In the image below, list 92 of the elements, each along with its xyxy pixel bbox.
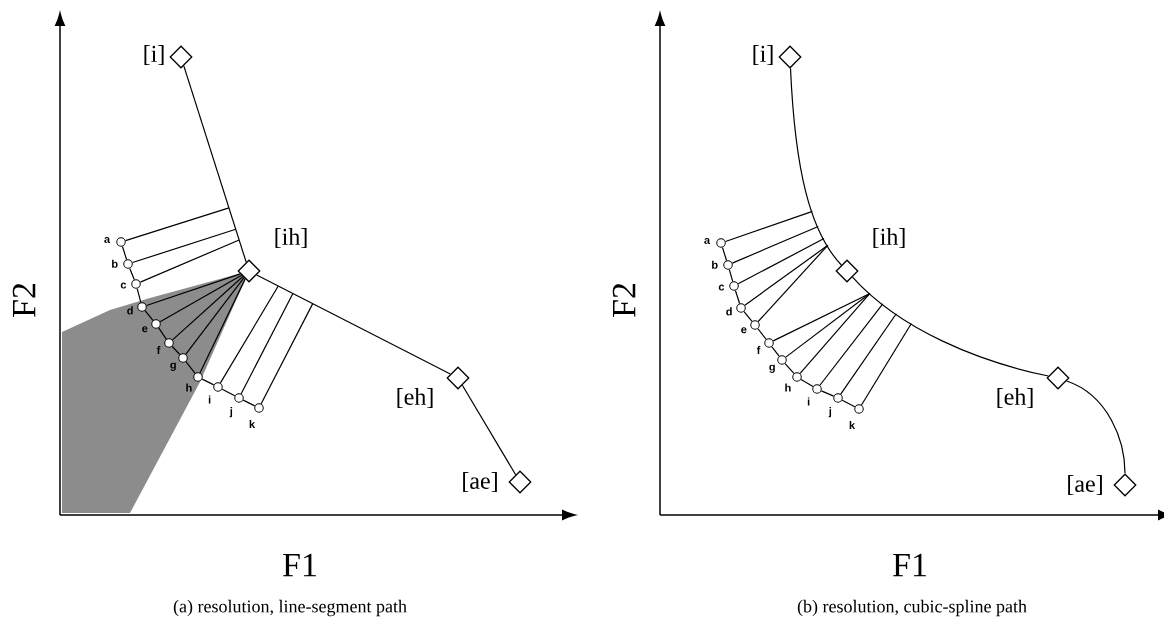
projection-line [124,207,230,242]
chain-line [136,288,142,303]
path-line [461,384,517,476]
chain-line [221,388,236,397]
projection-line [260,303,314,405]
projection-line [840,313,897,395]
path-line [256,274,451,375]
projection-line [171,275,244,341]
point-label: e [142,326,148,333]
diamond-marker [835,259,859,283]
point-label: a [104,237,111,243]
point-label: [i] [753,45,773,65]
projection-line [199,278,246,374]
projection-line [219,285,279,384]
point-label: i [807,397,810,406]
chain-line [743,311,753,322]
chain-line [129,267,135,281]
chain-line [841,399,856,408]
projection-line [785,292,871,358]
path-line [183,65,247,263]
point-label: g [769,364,775,373]
point-label: a [704,238,711,244]
point-label: [eh] [997,388,1033,408]
point-label: c [718,284,725,291]
chain-line [171,345,181,356]
point-label: e [741,327,747,334]
projection-line [139,239,240,283]
point-label: [i] [144,45,164,65]
path-curve [1066,380,1126,474]
projection-line [860,322,912,406]
point-label: [ae] [1068,475,1102,495]
projection-line [185,277,245,355]
projection-line [724,210,813,243]
chain-line [721,246,728,262]
projection-line [737,237,825,285]
chain-line [800,378,814,388]
axis-label: F1 [283,553,316,577]
path-curve [851,276,1049,377]
point-label: i [208,395,211,404]
chain-line [158,327,167,340]
projection-line [772,292,871,342]
point-label: j [828,407,832,418]
projection-line [131,228,237,264]
point-label: b [112,259,118,268]
point-label: g [170,362,176,371]
chain-line [728,268,734,283]
point-label: h [785,383,791,392]
diamond-marker [446,366,470,390]
point-label: h [186,383,192,392]
projection-line [240,292,294,395]
point-label: f [756,346,761,354]
chain-line [820,390,835,397]
chain-line [201,378,215,386]
point-label: [ae] [463,472,497,492]
chain-line [121,245,128,261]
point-label: [eh] [397,388,433,408]
point-label: k [249,420,256,428]
chain-line [185,361,196,374]
chain-line [771,346,780,357]
point-label: f [156,346,161,354]
diamond-marker [778,45,802,69]
point-label: j [229,407,233,418]
axis-label: F1 [893,553,926,577]
axis-label: F2 [12,283,36,317]
diamond-marker [169,45,193,69]
projection-line [145,273,241,307]
projection-line [159,274,243,323]
point-label: d [127,306,133,315]
diamond-marker [1113,473,1137,497]
point-label: k [849,421,856,429]
diamond-marker [237,259,261,283]
chain-line [144,310,154,321]
point-label: [ih] [275,228,307,248]
chain-line [242,399,256,407]
chain-line [734,289,741,305]
point-label: d [726,307,732,316]
point-label: c [120,282,127,289]
point-label: [ih] [873,228,905,248]
axis-label: F2 [612,283,636,317]
path-curve [789,67,842,266]
chain-line [757,328,767,340]
diamond-marker [1046,366,1070,390]
point-label: b [712,260,718,269]
projection-line [819,303,884,386]
caption: (b) resolution, cubic-spline path [797,599,1027,617]
projection-line [731,225,819,264]
projection-line [757,244,829,323]
projection-line [744,244,829,306]
diamond-marker [508,470,532,494]
caption: (a) resolution, line-segment path [173,599,407,617]
chain-line [784,362,795,375]
projection-line [799,292,871,375]
